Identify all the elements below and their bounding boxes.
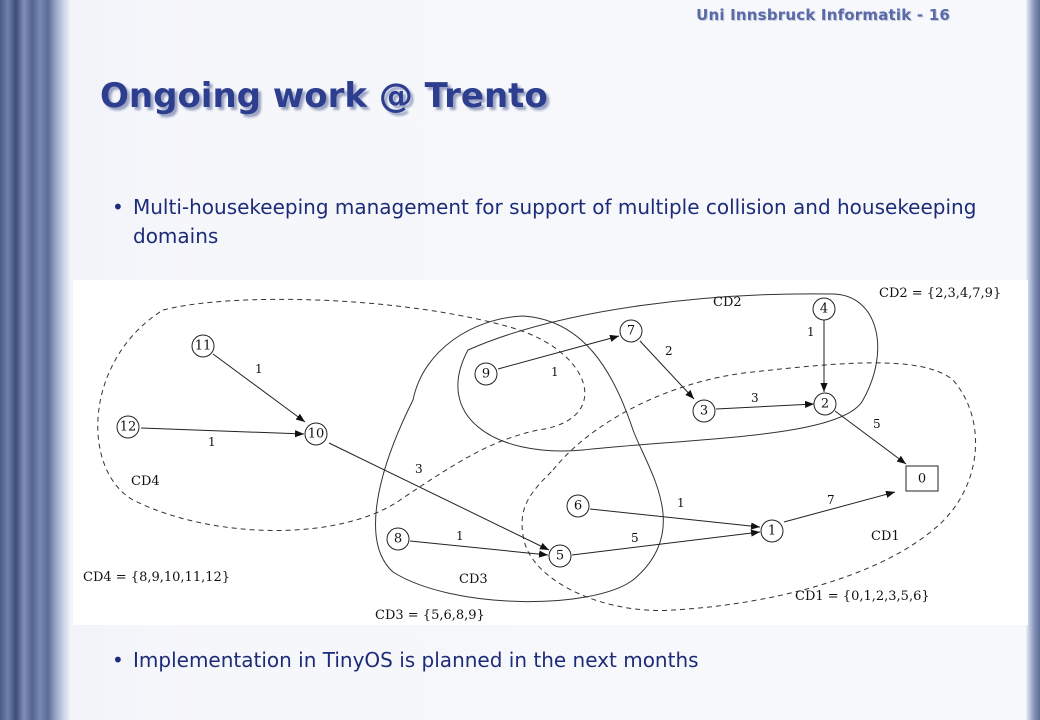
node-8: 8	[386, 527, 410, 551]
node-4: 4	[812, 297, 836, 321]
edge-weight-4-2: 1	[807, 325, 815, 339]
set-label-cd1: CD1 = {0,1,2,3,5,6}	[795, 589, 930, 604]
region-label-cd2: CD2	[713, 295, 742, 310]
node-11: 11	[191, 334, 215, 358]
svg-text:5: 5	[556, 549, 564, 564]
node-6: 6	[566, 494, 590, 518]
node-10: 10	[304, 422, 328, 446]
svg-text:10: 10	[308, 427, 325, 442]
svg-text:4: 4	[820, 302, 828, 317]
slide-header: Uni Innsbruck Informatik - 16	[696, 6, 950, 24]
bullet-text: Implementation in TinyOS is planned in t…	[133, 648, 699, 672]
collision-domain-diagram: 1 1 3 1 2 3 1 5 1 1 5 7 11 12 10 9 7	[73, 280, 1028, 625]
diagram-canvas: 1 1 3 1 2 3 1 5 1 1 5 7 11 12 10 9 7	[83, 286, 1001, 623]
edge-weight-12-10: 1	[208, 435, 216, 449]
svg-text:2: 2	[821, 397, 829, 412]
node-0: 0	[905, 465, 939, 492]
edge-10-5	[328, 442, 550, 551]
bullet-dot: •	[112, 648, 124, 672]
region-cd2	[457, 293, 879, 452]
edge-6-1	[589, 508, 761, 530]
node-9: 9	[474, 362, 498, 386]
edge-3-2	[715, 400, 815, 410]
edge-weight-7-3: 2	[665, 344, 673, 358]
svg-text:9: 9	[482, 367, 490, 382]
set-label-cd4: CD4 = {8,9,10,11,12}	[83, 570, 230, 585]
edge-weight-3-2: 3	[751, 391, 759, 405]
slide-title: Ongoing work @ Trento	[100, 76, 548, 116]
edge-7-3	[639, 340, 695, 400]
svg-text:3: 3	[700, 404, 708, 419]
edge-5-1	[571, 529, 761, 556]
svg-text:8: 8	[394, 532, 402, 547]
node-5: 5	[548, 544, 572, 568]
bullet-text: Multi-housekeeping management for suppor…	[133, 195, 977, 248]
edge-weight-2-0: 5	[873, 417, 881, 431]
node-12: 12	[116, 415, 140, 439]
edge-2-0	[834, 410, 907, 465]
region-label-cd1: CD1	[871, 529, 900, 544]
region-label-cd3: CD3	[459, 572, 488, 587]
edge-9-7	[497, 334, 620, 370]
edge-weight-5-1: 5	[631, 531, 639, 545]
edge-weight-9-7: 1	[551, 365, 559, 379]
edge-weight-8-5: 1	[456, 529, 464, 543]
left-decorative-bar	[0, 0, 70, 720]
svg-text:7: 7	[627, 324, 635, 339]
svg-text:6: 6	[574, 499, 582, 514]
edge-8-5	[409, 540, 549, 558]
bullet-item: • Multi-housekeeping management for supp…	[112, 193, 1012, 255]
svg-text:12: 12	[120, 420, 137, 435]
edge-11-10	[212, 353, 306, 423]
region-cd4	[97, 298, 586, 531]
set-label-cd2: CD2 = {2,3,4,7,9}	[879, 286, 1001, 301]
node-7: 7	[619, 319, 643, 343]
node-2: 2	[813, 392, 837, 416]
edge-1-0	[783, 490, 896, 523]
bullet-item: • Implementation in TinyOS is planned in…	[112, 646, 1012, 676]
edge-weight-10-5: 3	[415, 462, 423, 476]
edge-weight-6-1: 1	[677, 496, 685, 510]
svg-text:1: 1	[768, 524, 776, 539]
svg-text:11: 11	[195, 339, 212, 354]
edge-weight-11-10: 1	[255, 362, 263, 376]
region-label-cd4: CD4	[131, 474, 160, 489]
bullet-dot: •	[112, 195, 124, 219]
set-label-cd3: CD3 = {5,6,8,9}	[375, 608, 485, 623]
region-cd3	[375, 315, 664, 603]
svg-text:0: 0	[918, 472, 926, 487]
node-3: 3	[692, 399, 716, 423]
right-decorative-bar	[1026, 0, 1040, 720]
edge-12-10	[140, 427, 305, 438]
region-cd1	[521, 362, 977, 611]
edge-weight-1-0: 7	[827, 493, 835, 507]
node-1: 1	[760, 519, 784, 543]
